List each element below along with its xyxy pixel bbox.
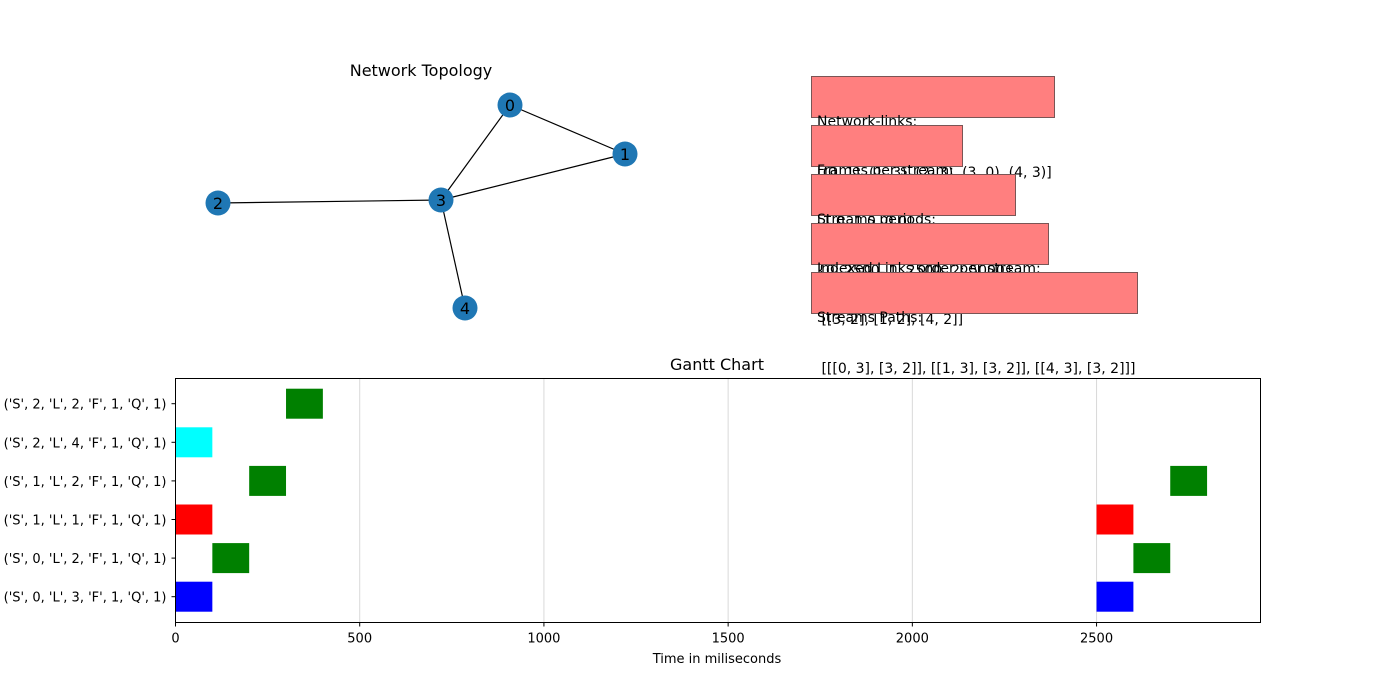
gantt-x-tick-label-2500: 2500 <box>1080 632 1113 647</box>
topology-node-label-4: 4 <box>460 299 470 318</box>
topology-node-0 <box>497 92 523 118</box>
gantt-title: Gantt Chart <box>670 355 764 374</box>
frames-per-stream-box: Frames per stream: [1.0, 1.0, 0.0] <box>811 125 963 230</box>
topology-title: Network Topology <box>350 61 493 80</box>
gantt-y-tick-label-5: ('S', 2, 'L', 2, 'F', 1, 'Q', 1) <box>4 398 167 413</box>
gantt-y-axis: ('S', 0, 'L', 3, 'F', 1, 'Q', 1) ('S', 0,… <box>4 398 176 606</box>
topology-nodes: 0 1 2 3 4 <box>205 92 638 321</box>
gantt-y-tick-label-3: ('S', 1, 'L', 2, 'F', 1, 'Q', 1) <box>4 475 167 490</box>
topology-node-label-0: 0 <box>505 96 515 115</box>
gantt-bar-row3-0 <box>249 465 287 496</box>
gantt-x-tick-label-500: 500 <box>347 632 372 647</box>
gantt-x-axis-label: Time in miliseconds <box>652 652 782 667</box>
gantt-bar-row2-1 <box>1096 504 1134 535</box>
gantt-bar-row5-0 <box>286 388 323 419</box>
gantt-x-axis: 0 500 1000 1500 2000 2500 <box>171 622 1113 647</box>
gantt-chart: Gantt Chart 0 500 1000 1500 2000 2500 ('S', 0… <box>4 355 1261 667</box>
gantt-x-tick-label-1500: 1500 <box>712 632 745 647</box>
gantt-x-tick-label-1000: 1000 <box>527 632 560 647</box>
topology-node-2 <box>205 190 231 216</box>
topology-edge-4-3 <box>440 199 466 309</box>
streams-paths-box: Streams Paths: [[[0, 3], [3, 2]], [[1, 3… <box>811 272 1138 377</box>
gantt-bar-row0-1 <box>1096 581 1134 612</box>
gantt-y-tick-label-1: ('S', 0, 'L', 2, 'F', 1, 'Q', 1) <box>4 552 167 567</box>
gantt-plot-frame <box>175 378 1261 623</box>
gantt-bar-row3-1 <box>1170 465 1208 496</box>
streams-paths-title: Streams Paths: <box>817 310 923 326</box>
gantt-y-tick-label-4: ('S', 2, 'L', 4, 'F', 1, 'Q', 1) <box>4 436 167 451</box>
network-links-box: Network-links: [(0, 1), (1, 3), (2, 3), … <box>811 76 1055 181</box>
network-topology: Network Topology 0 1 2 3 4 <box>205 61 638 321</box>
streams-periods-box: Streams periods: {0: 2500, 1: 2500, 2: 5… <box>811 174 1016 279</box>
topology-edge-2-3 <box>217 199 442 204</box>
gantt-x-tick-label-2000: 2000 <box>896 632 929 647</box>
gantt-y-tick-label-2: ('S', 1, 'L', 1, 'F', 1, 'Q', 1) <box>4 514 167 529</box>
topology-edge-1-3 <box>440 153 626 201</box>
links-order-box: Indexed Links order per stream: [[3, 2],… <box>811 223 1049 328</box>
topology-node-3 <box>428 187 454 213</box>
links-order-value: [[3, 2], [1, 2], [4, 2]] <box>817 312 964 328</box>
gantt-bar-row1-1 <box>1133 543 1171 574</box>
gantt-bars <box>175 388 1208 612</box>
topology-node-1 <box>612 141 638 167</box>
topology-edges <box>217 104 626 309</box>
gantt-bar-row1-0 <box>212 543 250 574</box>
topology-node-label-1: 1 <box>620 145 630 164</box>
gantt-bar-row4-0 <box>175 427 213 458</box>
gantt-x-tick-label-0: 0 <box>171 632 179 647</box>
gantt-bar-row0-0 <box>175 581 213 612</box>
gantt-grid <box>359 378 1098 623</box>
topology-edge-3-0 <box>440 104 511 201</box>
gantt-bar-row2-0 <box>175 504 213 535</box>
topology-node-label-2: 2 <box>213 194 223 213</box>
gantt-y-tick-label-0: ('S', 0, 'L', 3, 'F', 1, 'Q', 1) <box>4 591 167 606</box>
topology-node-4 <box>452 295 478 321</box>
topology-node-label-3: 3 <box>436 191 446 210</box>
topology-edge-0-1 <box>509 104 626 155</box>
streams-paths-value: [[[0, 3], [3, 2]], [[1, 3], [3, 2]], [[4… <box>817 361 1136 377</box>
